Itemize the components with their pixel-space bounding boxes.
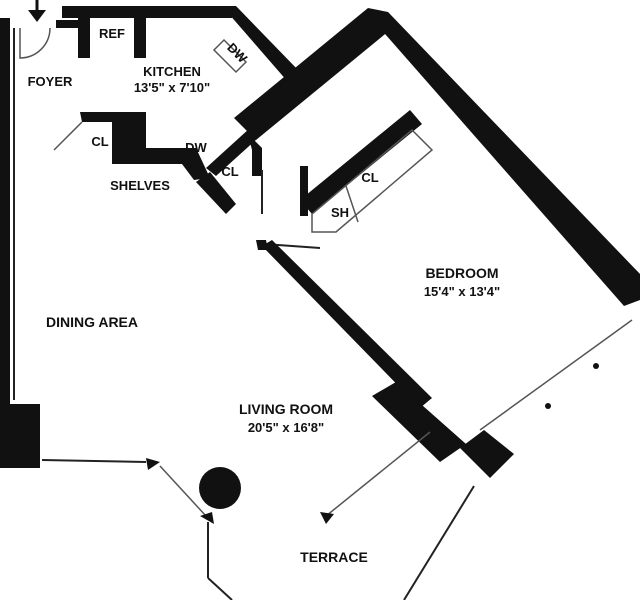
room-label-foyer: FOYER [28, 74, 73, 89]
wall-foyer-stub [56, 20, 80, 28]
label-dw-lower: DW [185, 140, 207, 155]
label-sh: SH [331, 205, 349, 220]
door-swing-closet [53, 121, 83, 151]
wall-bedroom-door-post [300, 166, 308, 216]
room-label-ref: REF [99, 26, 125, 41]
terrace-door-line [325, 431, 431, 517]
wall-hall-cl-right [248, 134, 262, 176]
room-size-living: 20'5" x 16'8" [248, 420, 324, 435]
bedroom-closet-outline [311, 128, 434, 233]
room-label-kitchen: KITCHEN [143, 64, 201, 79]
door-swing-foyer [19, 27, 51, 59]
room-size-kitchen: 13'5" x 7'10" [134, 80, 210, 95]
wall-kitchen-diagonal [222, 6, 300, 82]
terrace-rail-right [403, 485, 475, 600]
room-label-living: LIVING ROOM [239, 401, 333, 417]
wall-closet-divider [112, 112, 122, 164]
label-cl-foyer: CL [91, 134, 108, 149]
entry-arrow-icon [28, 0, 46, 22]
wall-living-pier-right [460, 430, 514, 478]
room-label-bedroom: BEDROOM [425, 265, 498, 281]
wall-hall-cl [206, 128, 258, 176]
window-living-diag [159, 465, 207, 517]
room-label-dining: DINING AREA [46, 314, 138, 330]
room-label-terrace: TERRACE [300, 549, 368, 565]
label-shelves: SHELVES [110, 178, 170, 193]
dishwasher-box [212, 38, 248, 74]
wall-left-column [0, 404, 40, 468]
wall-hall-diagonal-left [196, 172, 236, 214]
column-round [199, 467, 241, 509]
wall-living-pier [372, 382, 466, 462]
window-mark-2 [593, 363, 599, 369]
wall-left [0, 18, 10, 406]
sh-divider [345, 185, 359, 223]
label-cl-hall: CL [221, 164, 238, 179]
terrace-rail-bottom-left [207, 577, 233, 600]
wall-top-kitchen [62, 6, 232, 18]
wall-ref-right [134, 6, 146, 58]
wall-bedroom-top-left [234, 8, 390, 140]
bedroom-window [479, 319, 633, 431]
wall-closet-foyer [80, 112, 210, 180]
label-cl-bedroom: CL [361, 170, 378, 185]
wall-living-post [146, 458, 160, 470]
terrace-door-post [320, 512, 334, 524]
wall-bedroom-closet [300, 110, 422, 214]
window-living-bottom [41, 459, 147, 463]
wall-terrace-post-left [200, 512, 214, 524]
wall-ref-left [78, 6, 90, 58]
wall-bedroom-living [262, 240, 432, 408]
wall-bedroom-top-right [368, 8, 640, 306]
room-size-bedroom: 15'4" x 13'4" [424, 284, 500, 299]
window-mark-1 [545, 403, 551, 409]
